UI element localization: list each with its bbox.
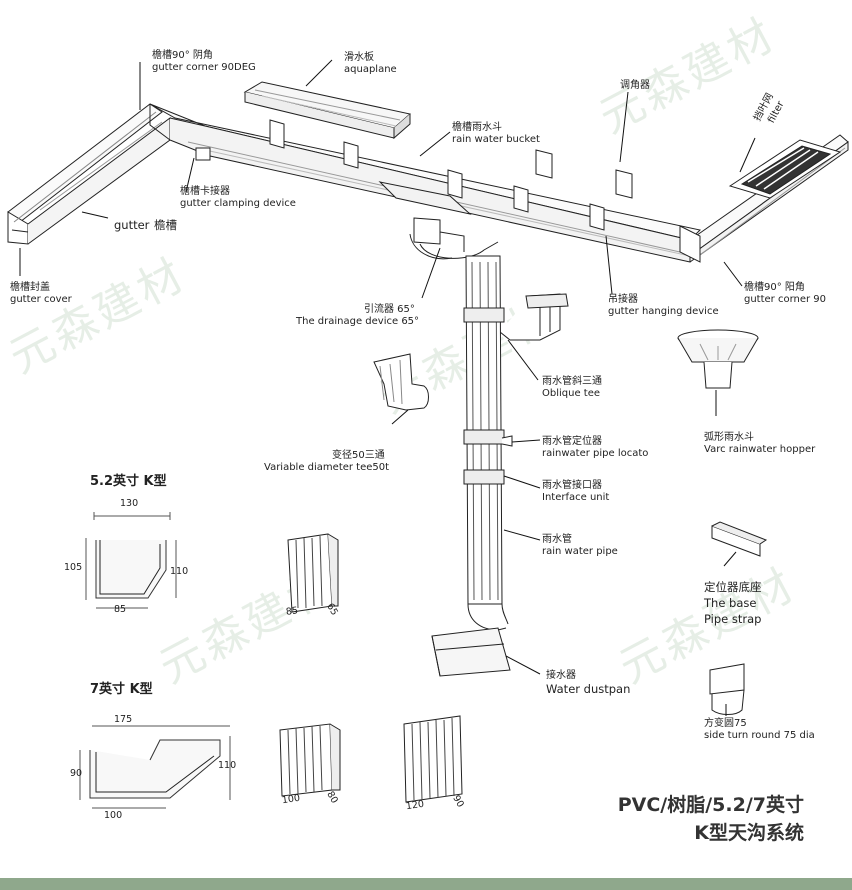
pipe-profile-3 (403, 715, 463, 803)
dim-k52-bottom: 85 (114, 604, 127, 615)
leader-lines (19, 59, 756, 716)
dim-k7-bottom: 100 (104, 810, 123, 821)
label-base-cn: 定位器底座 (704, 580, 762, 594)
label-rain-pipe-en: rain water pipe (542, 546, 618, 557)
dim-k52-top: 130 (120, 498, 139, 509)
dim-k52-left: 105 (64, 562, 83, 573)
outlet-drawing (378, 181, 499, 260)
pipe-profile-1 (287, 533, 339, 613)
filter-drawing (728, 139, 842, 199)
label-aquaplane-en: aquaplane (344, 64, 397, 75)
label-side-turn-en: side turn round 75 dia (704, 730, 815, 741)
label-dustpan-cn: 接水器 (546, 670, 576, 681)
k52-profile (85, 512, 177, 609)
bottom-band (0, 878, 852, 890)
label-dustpan-en: Water dustpan (546, 682, 631, 696)
label-clamping-en: gutter clamping device (180, 198, 296, 209)
label-clamping-cn: 檐槽卡接器 (180, 186, 230, 197)
dim-k7-top: 175 (114, 714, 133, 725)
label-drainage-cn: 引流器 65° (364, 304, 415, 315)
label-variable-tee-cn: 变径50三通 (332, 450, 385, 461)
label-base-en2: Pipe strap (704, 612, 762, 626)
dim-pipe1-a: 85 (285, 605, 299, 618)
label-corner-90deg-cn: 檐槽90° 阴角 (152, 50, 213, 61)
k7-profile (79, 725, 231, 809)
hopper-drawing (677, 329, 759, 389)
label-hanging-cn: 吊接器 (608, 294, 638, 305)
label-hanging-en: gutter hanging device (608, 306, 719, 317)
label-bucket-en: rain water bucket (452, 134, 540, 145)
label-adjust-corner-cn: 调角器 (620, 80, 650, 91)
title-line-2: K型天沟系统 (694, 822, 804, 844)
variable-tee-drawing (373, 353, 429, 411)
label-cover-cn: 檐槽封盖 (10, 282, 50, 293)
label-corner-90-en: gutter corner 90 (744, 294, 827, 305)
label-gutter-en: gutter (114, 218, 150, 232)
label-interface-en: Interface unit (542, 492, 610, 503)
oblique-tee-drawing (499, 293, 569, 341)
label-rain-pipe-cn: 雨水管 (542, 534, 572, 545)
section-title-k52: 5.2英寸 K型 (90, 474, 167, 489)
label-hopper-cn: 弧形雨水斗 (704, 432, 754, 443)
dim-k52-right: 110 (170, 566, 189, 577)
label-bucket-cn: 檐槽雨水斗 (452, 122, 502, 133)
hanger-brackets (269, 119, 633, 231)
label-cover-en: gutter cover (10, 294, 72, 305)
base-bracket-drawing (711, 521, 768, 557)
label-oblique-tee-cn: 雨水管斜三通 (542, 376, 602, 387)
label-aquaplane-cn: 滑水板 (344, 52, 374, 63)
label-drainage-en: The drainage device 65° (296, 316, 420, 327)
label-gutter-cn: 檐槽 (154, 218, 177, 232)
label-side-turn-cn: 方变圆75 (704, 718, 747, 729)
pipe-profile-2 (279, 723, 341, 797)
label-pipe-locato-cn: 雨水管定位器 (542, 436, 602, 447)
label-variable-tee-en: Variable diameter tee50t (264, 462, 390, 473)
label-hopper-en: Varc rainwater hopper (704, 444, 816, 455)
label-corner-90-cn: 檐槽90° 阳角 (744, 282, 805, 293)
aquaplane-drawing (243, 81, 412, 140)
title-line-1: PVC/树脂/5.2/7英寸 (617, 794, 804, 816)
dustpan-drawing (431, 627, 511, 677)
label-base-en1: The base (704, 596, 757, 610)
label-oblique-tee-en: Oblique tee (542, 388, 601, 399)
label-corner-90deg-en: gutter corner 90DEG (152, 62, 256, 73)
left-gutter-run (7, 103, 171, 245)
dim-k7-right: 110 (218, 760, 237, 771)
label-interface-cn: 雨水管接口器 (542, 480, 602, 491)
section-title-k7: 7英寸 K型 (90, 682, 153, 697)
side-turn-drawing (709, 663, 745, 715)
downpipe-drawing (463, 255, 513, 631)
dim-k7-left: 90 (70, 768, 83, 779)
label-pipe-locato-en: rainwater pipe locato (542, 448, 649, 459)
